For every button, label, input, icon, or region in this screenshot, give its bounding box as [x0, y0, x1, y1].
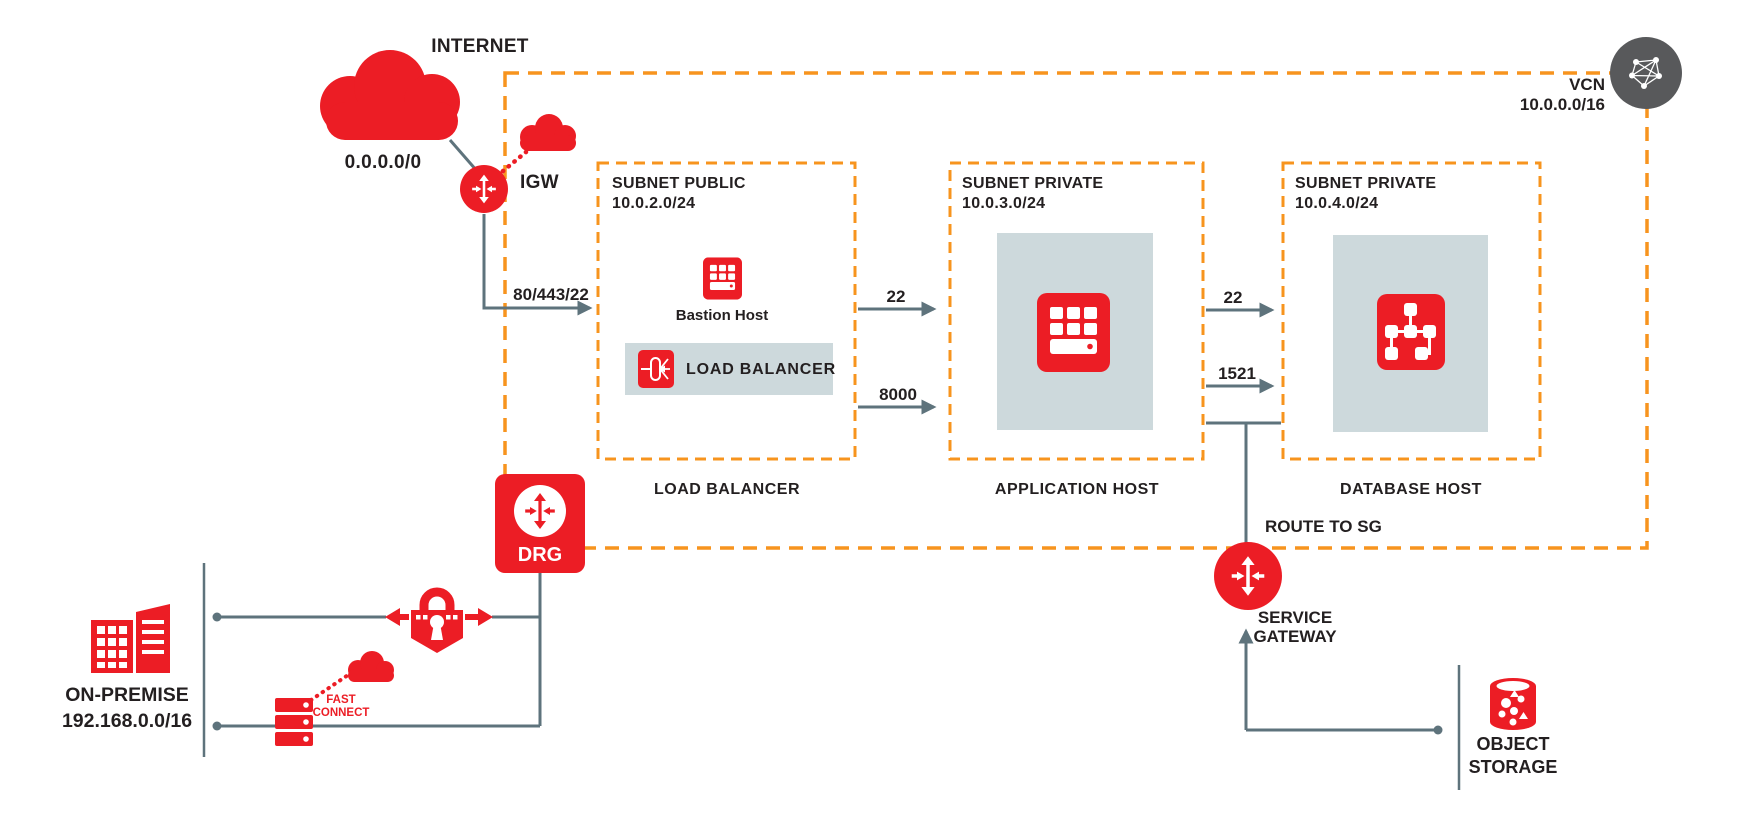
subnet-db-caption: DATABASE HOST: [1340, 481, 1482, 498]
vcn-icon: [1610, 37, 1682, 109]
object-storage-icon: [1490, 678, 1536, 730]
subnet-app-name: SUBNET PRIVATE: [962, 175, 1104, 192]
service-gateway-label: SERVICE GATEWAY: [1235, 608, 1355, 646]
object-storage-label: OBJECT STORAGE: [1443, 733, 1583, 779]
route-to-sg-label: ROUTE TO SG: [1265, 517, 1382, 536]
subnet-public-box: [596, 161, 857, 461]
port-app-db: 1521: [1218, 364, 1256, 383]
subnet-public-title: SUBNET PUBLIC 10.0.2.0/24: [612, 174, 746, 214]
drg-icon: [514, 485, 566, 537]
port-lb-ssh: 22: [886, 287, 906, 306]
service-gateway-label-line2: GATEWAY: [1253, 627, 1337, 646]
service-gateway-label-line1: SERVICE: [1257, 608, 1333, 627]
load-balancer-icon: [638, 350, 674, 388]
vpn-lock-icon: [385, 587, 493, 653]
internet-label: INTERNET: [431, 36, 529, 57]
database-host-icon: [1377, 294, 1445, 370]
subnet-public-caption: LOAD BALANCER: [653, 481, 801, 498]
drg-box: DRG: [495, 474, 585, 573]
endpoint-dot: [212, 612, 222, 622]
object-storage-label-line1: OBJECT: [1476, 734, 1550, 754]
on-premise-building-icon: [91, 604, 170, 673]
fast-connect-server-icon: [275, 698, 313, 746]
subnet-public-cidr: 10.0.2.0/24: [612, 195, 696, 212]
fast-connect-label-line2: CONNECT: [312, 707, 370, 719]
subnet-app-cidr: 10.0.3.0/24: [962, 195, 1046, 212]
service-gateway-icon: [1214, 542, 1282, 610]
igw-label: IGW: [520, 172, 559, 193]
bastion-host-icon: [703, 257, 742, 300]
route-to-sg-line: [1206, 421, 1281, 545]
subnet-public-name: SUBNET PUBLIC: [612, 175, 746, 192]
on-premise-cidr: 192.168.0.0/16: [61, 710, 193, 732]
on-premise-label-block: ON-PREMISE 192.168.0.0/16: [37, 682, 217, 734]
vcn-label: VCN: [1569, 75, 1605, 94]
igw-icon: [460, 165, 508, 213]
fast-connect-label-line1: FAST: [326, 694, 356, 706]
on-premise-label: ON-PREMISE: [65, 684, 189, 706]
fastconnect-dotted-link: [309, 669, 356, 702]
fast-connect-label: FAST CONNECT: [305, 694, 377, 720]
subnet-db-name: SUBNET PRIVATE: [1295, 175, 1437, 192]
endpoint-dot: [212, 721, 222, 731]
endpoint-dot: [1433, 725, 1443, 735]
subnet-app-caption: APPLICATION HOST: [994, 481, 1160, 498]
subnet-app-title: SUBNET PRIVATE 10.0.3.0/24: [962, 174, 1103, 214]
vcn-labels: VCN 10.0.0.0/16: [1430, 75, 1605, 115]
fast-connect-cloud-icon: [348, 651, 394, 682]
vcn-boundary: [503, 71, 1649, 550]
igw-cloud-icon: [520, 114, 576, 151]
subnet-db-title: SUBNET PRIVATE 10.0.4.0/24: [1295, 174, 1436, 214]
port-lb-app: 8000: [879, 385, 917, 404]
ingress-ports-label: 80/443/22: [513, 285, 589, 304]
load-balancer-bar-label: LOAD BALANCER: [686, 361, 836, 378]
subnet-db-cidr: 10.0.4.0/24: [1295, 195, 1379, 212]
object-storage-label-line2: STORAGE: [1468, 757, 1558, 777]
port-app-ssh: 22: [1223, 288, 1243, 307]
igw-to-subnet-line: [482, 214, 593, 316]
drg-label: DRG: [517, 544, 563, 566]
application-host-icon: [1037, 293, 1110, 372]
internet-cloud-icon: [320, 50, 460, 140]
bastion-host-label: Bastion Host: [675, 307, 769, 324]
internet-cidr: 0.0.0.0/0: [344, 152, 422, 173]
internet-to-igw-line: [448, 139, 479, 172]
vcn-cidr: 10.0.0.0/16: [1519, 95, 1605, 114]
